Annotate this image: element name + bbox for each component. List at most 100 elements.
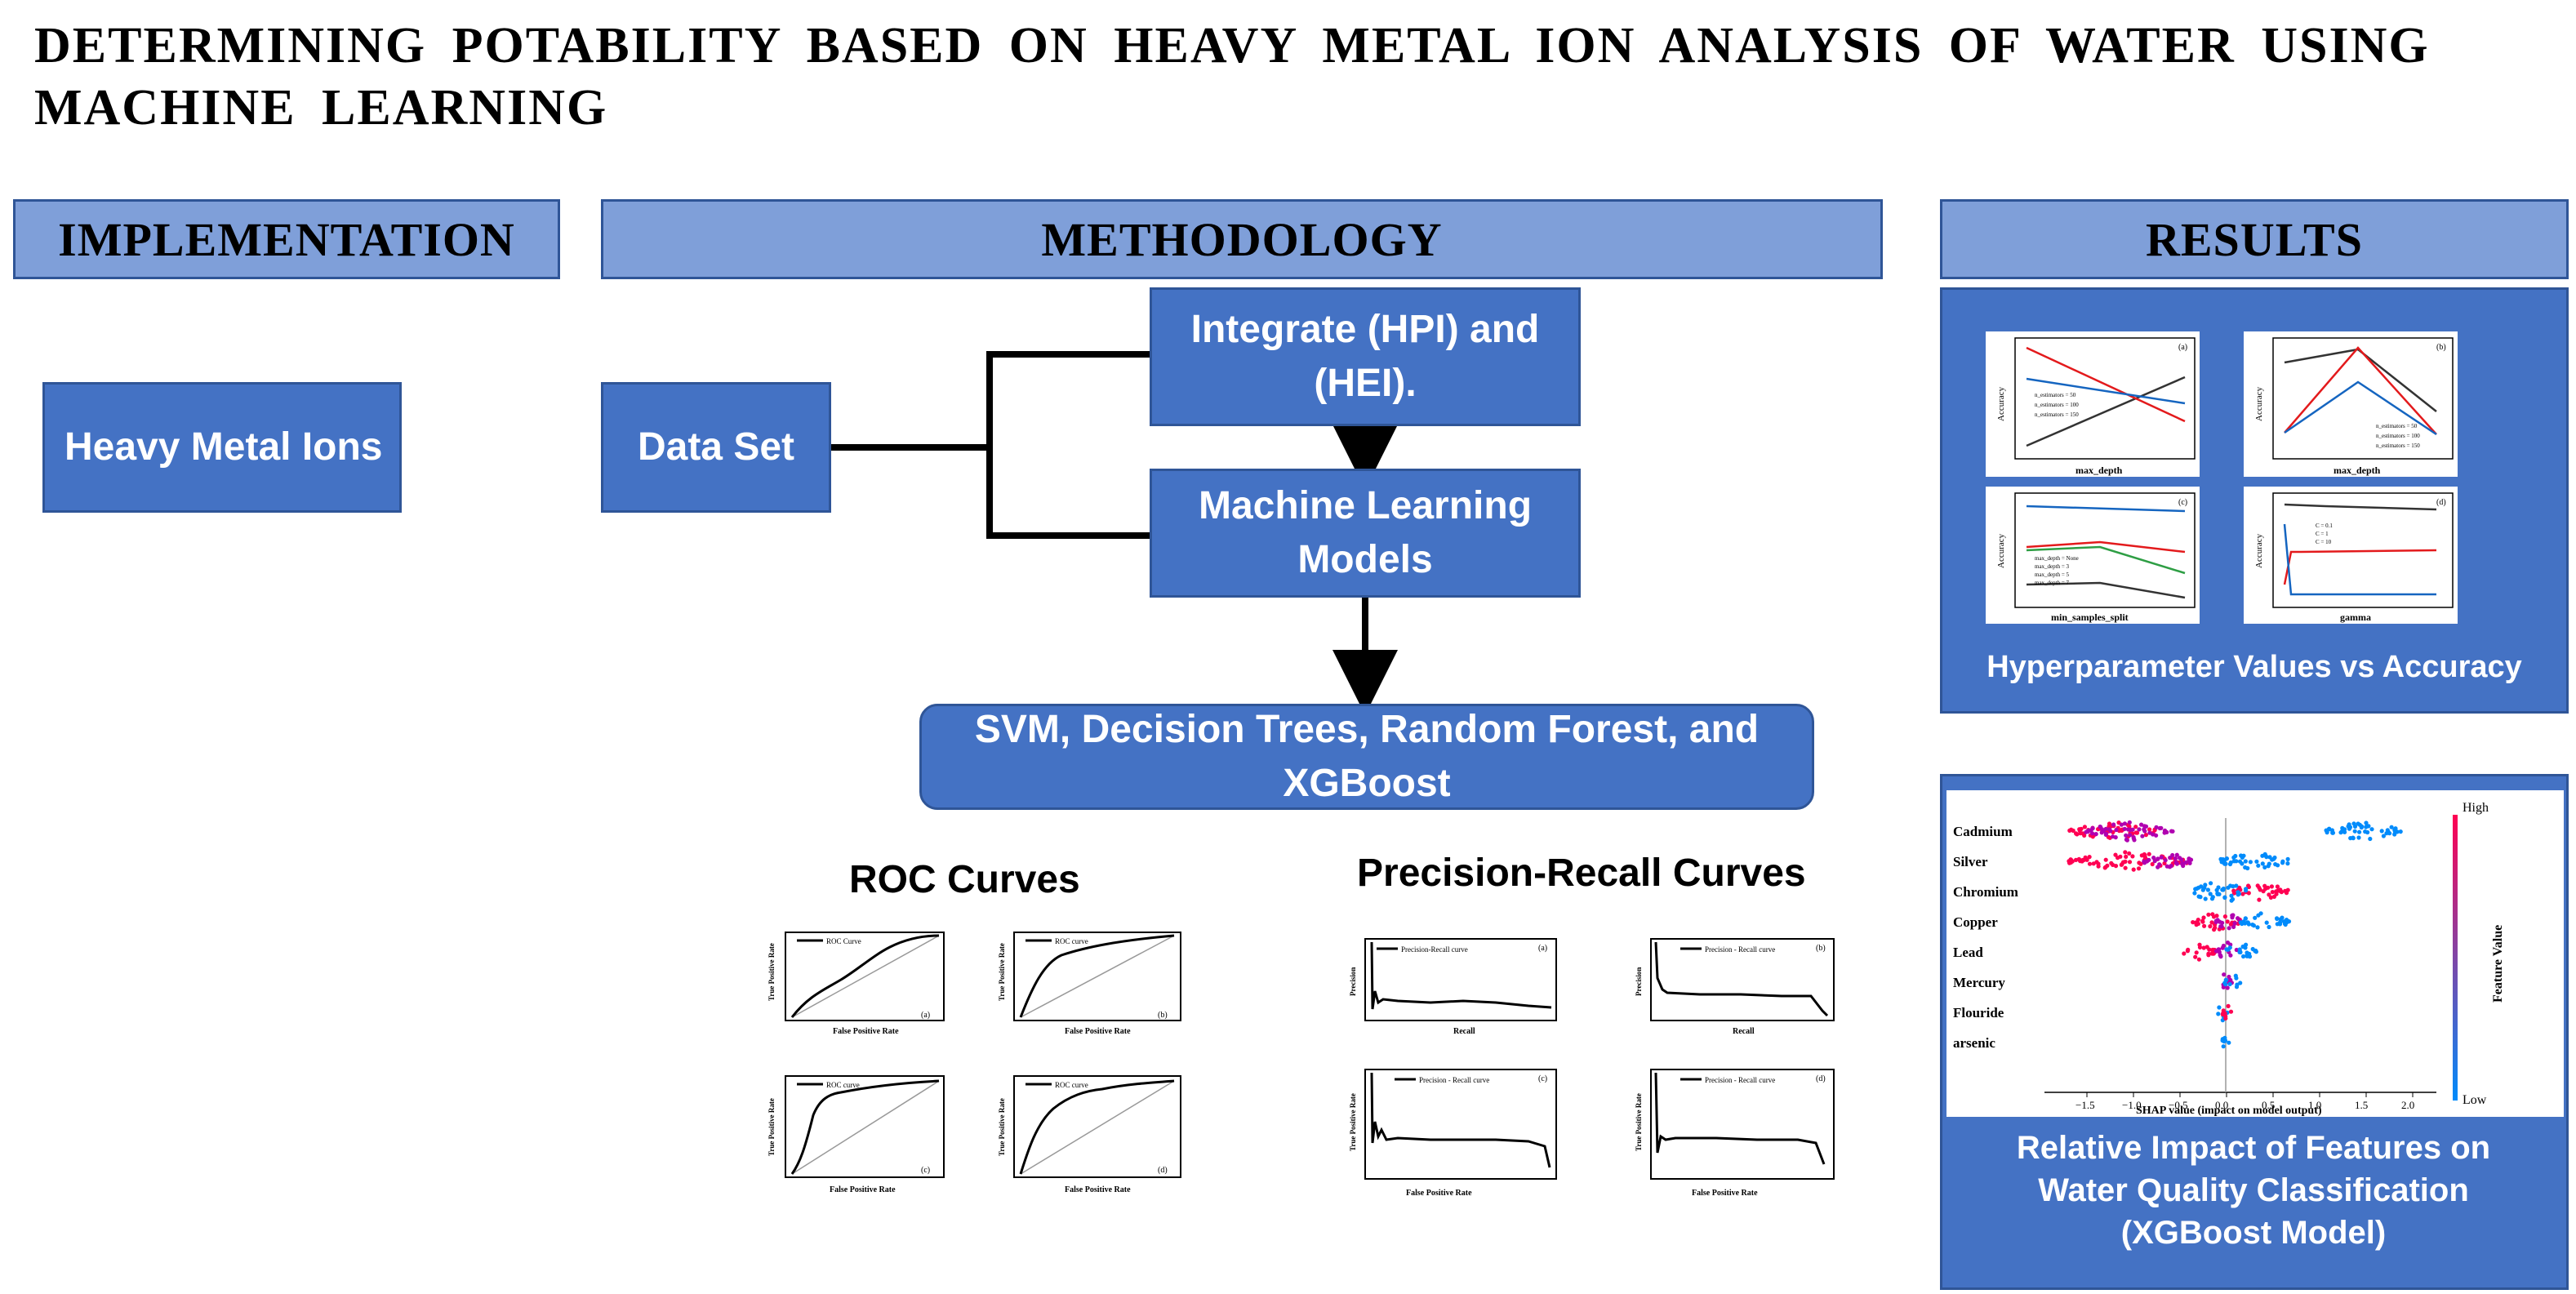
shap-dot bbox=[2124, 838, 2129, 843]
shap-dot bbox=[2208, 892, 2213, 896]
pr-curves-title: Precision-Recall Curves bbox=[1357, 852, 1806, 895]
shap-dot bbox=[2280, 860, 2285, 865]
ml-models-label: Machine Learning Models bbox=[1198, 484, 1533, 581]
shap-feature-label: Silver bbox=[1953, 854, 1988, 869]
shap-dot bbox=[2156, 856, 2160, 861]
shap-tick-label: 0.0 bbox=[2215, 1099, 2228, 1111]
shap-dot bbox=[2239, 853, 2244, 858]
shap-dot bbox=[2203, 883, 2208, 887]
shap-dot bbox=[2228, 1009, 2234, 1014]
shap-dot bbox=[2194, 950, 2199, 955]
hyperparameter-caption: Hyperparameter Values vs Accuracy bbox=[1987, 650, 2522, 684]
shap-dot bbox=[2324, 828, 2329, 833]
methodology-header: METHODOLOGY bbox=[601, 199, 1883, 279]
shap-dot bbox=[2151, 832, 2156, 837]
shap-dot bbox=[2132, 838, 2137, 843]
roc-a-ylabel: True Positive Rate bbox=[767, 943, 776, 1001]
roc-c-panel: (c) bbox=[921, 1166, 930, 1175]
shap-dot bbox=[2356, 835, 2361, 840]
shap-dot bbox=[2200, 887, 2205, 892]
shap-tick-label: 1.0 bbox=[2308, 1099, 2321, 1111]
shap-dot bbox=[2119, 822, 2124, 827]
shap-dot bbox=[2147, 852, 2151, 856]
shap-dot bbox=[2151, 856, 2156, 860]
shap-dot bbox=[2245, 865, 2250, 871]
shap-dot bbox=[2258, 911, 2263, 916]
shap-dot bbox=[2233, 853, 2238, 859]
shap-dot bbox=[2222, 895, 2227, 900]
shap-dot bbox=[2222, 972, 2227, 977]
shap-dot bbox=[2230, 915, 2235, 920]
shap-dot bbox=[2157, 825, 2162, 831]
shap-dot bbox=[2200, 919, 2205, 924]
pr-a-ylabel: Precision bbox=[1349, 967, 1357, 996]
shap-dot bbox=[2109, 860, 2114, 865]
shap-dot bbox=[2136, 866, 2142, 871]
pr-d-panel: (d) bbox=[1816, 1074, 1826, 1083]
shap-dot bbox=[2159, 855, 2164, 860]
shap-dot bbox=[2111, 834, 2116, 839]
shap-dot bbox=[2357, 829, 2362, 834]
shap-dot bbox=[2248, 860, 2253, 865]
shap-dot bbox=[2231, 884, 2236, 889]
roc-d-panel: (d) bbox=[1158, 1166, 1168, 1175]
shap-dot bbox=[2187, 860, 2192, 865]
dataset-branch-lines bbox=[831, 351, 1153, 539]
roc-c-legend: ROC curve bbox=[826, 1081, 860, 1089]
results-header: RESULTS bbox=[1940, 199, 2569, 279]
shap-dot bbox=[2078, 859, 2083, 864]
shap-dot bbox=[2201, 915, 2206, 920]
shap-dot bbox=[2219, 924, 2224, 929]
shap-dot bbox=[2363, 829, 2368, 834]
hp-a-legend-1: n_estimators = 100 bbox=[2035, 402, 2079, 408]
shap-xlabel: SHAP value (impact on model output) bbox=[2136, 1105, 2322, 1117]
roc-b-xlabel: False Positive Rate bbox=[1065, 1027, 1131, 1036]
shap-dot bbox=[2223, 861, 2228, 866]
shap-dot bbox=[2127, 860, 2133, 865]
shap-dot bbox=[2173, 856, 2178, 861]
shap-dot bbox=[2231, 859, 2236, 864]
shap-dot bbox=[2174, 852, 2179, 857]
shap-dot bbox=[2217, 1005, 2222, 1010]
shap-dot bbox=[2157, 862, 2162, 867]
shap-dot bbox=[2104, 831, 2109, 836]
shap-dot bbox=[2196, 921, 2200, 927]
shap-dot bbox=[2271, 894, 2276, 899]
shap-dot bbox=[2137, 860, 2142, 865]
shap-dot bbox=[2236, 916, 2240, 921]
shap-dot bbox=[2251, 923, 2256, 928]
shap-dot bbox=[2270, 890, 2275, 895]
shap-dot bbox=[2267, 924, 2271, 930]
shap-dot bbox=[2082, 825, 2087, 829]
shap-dot bbox=[2093, 832, 2098, 837]
shap-dot bbox=[2347, 826, 2351, 831]
shap-dot bbox=[2209, 881, 2213, 886]
shap-dot bbox=[2119, 862, 2124, 867]
page-title: DETERMINING POTABILITY BASED ON HEAVY ME… bbox=[34, 18, 2430, 136]
shap-dot bbox=[2209, 896, 2215, 901]
shap-dot bbox=[2203, 896, 2208, 901]
hp-d-ylabel: Accuracy bbox=[2254, 533, 2264, 568]
hp-c-legend-3: max_depth = 7 bbox=[2035, 580, 2070, 586]
roc-a-panel: (a) bbox=[921, 1011, 930, 1020]
shap-dot bbox=[2223, 1016, 2228, 1021]
shap-dot bbox=[2245, 920, 2250, 925]
shap-dot bbox=[2178, 856, 2182, 860]
shap-dot bbox=[2228, 922, 2233, 927]
shap-dot bbox=[2262, 883, 2267, 888]
shap-dot bbox=[2243, 916, 2248, 921]
shap-dot bbox=[2127, 851, 2132, 856]
shap-dot bbox=[2221, 943, 2226, 949]
shap-dot bbox=[2273, 862, 2278, 867]
hp-a-panel: (a) bbox=[2178, 343, 2187, 352]
shap-dot bbox=[2228, 977, 2233, 983]
shap-dot bbox=[2392, 832, 2397, 837]
shap-dot bbox=[2206, 912, 2211, 917]
shap-dot bbox=[2227, 974, 2231, 980]
shap-dot bbox=[2364, 820, 2369, 825]
pr-a-panel: (a) bbox=[1538, 944, 1547, 953]
pr-c-xlabel: False Positive Rate bbox=[1406, 1189, 1472, 1198]
shap-dot bbox=[2114, 827, 2119, 833]
shap-dot bbox=[2238, 920, 2243, 925]
